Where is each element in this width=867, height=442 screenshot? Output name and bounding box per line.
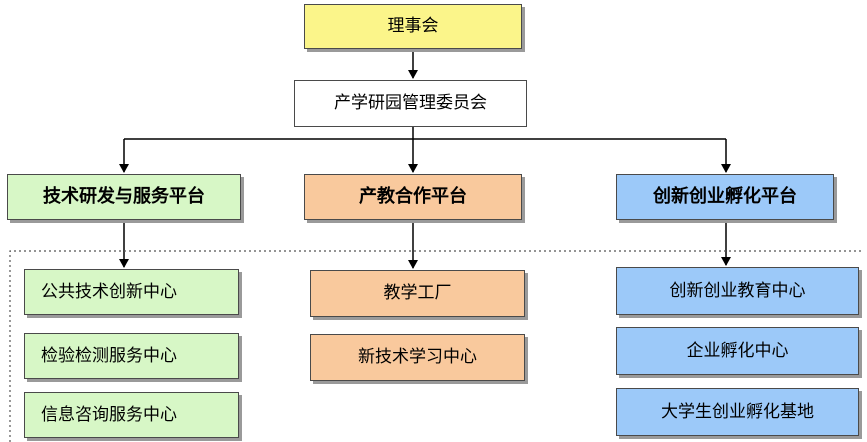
center-node: 信息咨询服务中心: [24, 392, 239, 438]
committee-node-label: 产学研园管理委员会: [334, 93, 487, 113]
platform-node-industry-education: 产教合作平台: [304, 174, 522, 220]
root-node-label: 理事会: [387, 16, 439, 36]
center-label: 教学工厂: [383, 283, 452, 303]
platform-label: 技术研发与服务平台: [43, 186, 205, 207]
center-label: 信息咨询服务中心: [41, 404, 177, 425]
platform-node-incubation: 创新创业孵化平台: [616, 174, 834, 220]
center-label: 企业孵化中心: [686, 340, 789, 361]
center-node: 检验检测服务中心: [24, 333, 239, 379]
center-node: 企业孵化中心: [616, 327, 859, 375]
center-node: 公共技术创新中心: [24, 269, 239, 315]
center-label: 大学生创业孵化基地: [661, 401, 814, 422]
center-label: 创新创业教育中心: [669, 280, 806, 301]
center-node: 教学工厂: [310, 270, 525, 317]
platform-label: 创新创业孵化平台: [653, 186, 797, 207]
center-label: 检验检测服务中心: [41, 345, 177, 366]
root-node: 理事会: [304, 4, 522, 49]
dotted-region-border: [9, 250, 862, 442]
committee-node: 产学研园管理委员会: [294, 80, 527, 127]
center-node: 创新创业教育中心: [616, 267, 859, 315]
platform-label: 产教合作平台: [359, 186, 467, 207]
center-node: 大学生创业孵化基地: [616, 388, 859, 436]
center-label: 公共技术创新中心: [41, 281, 177, 302]
center-node: 新技术学习中心: [310, 334, 525, 381]
platform-node-rd: 技术研发与服务平台: [7, 174, 241, 220]
center-label: 新技术学习中心: [358, 347, 477, 367]
